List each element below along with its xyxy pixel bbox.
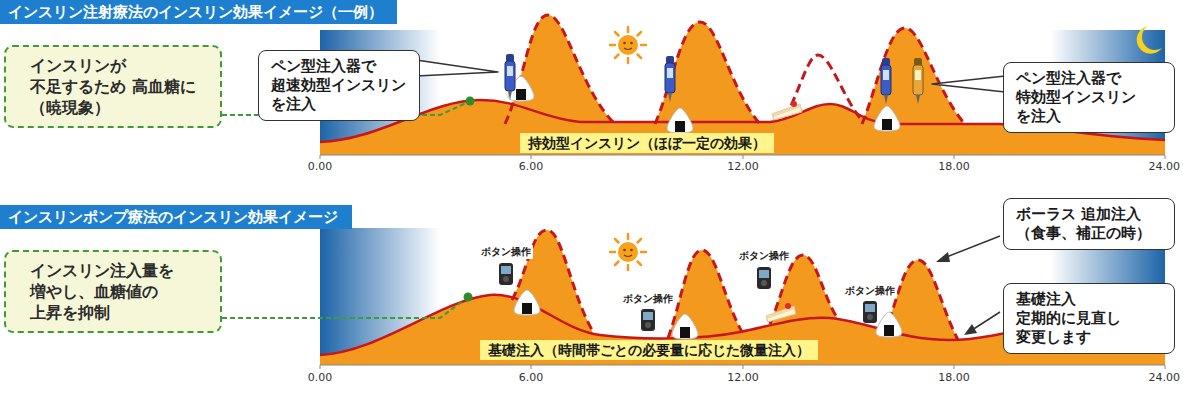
- button-label: ボタン操作: [843, 284, 897, 298]
- button-label: ボタン操作: [737, 249, 791, 263]
- axis-tick-label: 6.00: [519, 160, 544, 173]
- section-header: インスリンポンプ療法のインスリン効果イメージ: [0, 205, 352, 229]
- node-text: 持効型インスリン（ほぼ一定の効果）: [528, 134, 766, 152]
- callout-box: ペン型注入器で 特効型インスリン を注入: [1003, 62, 1175, 133]
- node-text: インスリンポンプ療法のインスリン効果イメージ: [8, 208, 338, 226]
- axis-tick-label: 18.00: [938, 371, 970, 384]
- button-label: ボタン操作: [479, 245, 533, 259]
- node-text: ペン型注入器で 特効型インスリン を注入: [1016, 69, 1166, 126]
- axis-tick-label: 0.00: [308, 160, 333, 173]
- band-label: 持効型インスリン（ほぼ一定の効果）: [520, 133, 774, 153]
- note-box: インスリン注入量を 増やし、血糖値の 上昇を抑制: [4, 250, 222, 333]
- node-text: インスリン注入量を 増やし、血糖値の 上昇を抑制: [30, 260, 210, 323]
- axis-tick-label: 12.00: [727, 371, 759, 384]
- node-text: インスリンが 不足するため 高血糖に（暁現象）: [30, 55, 210, 118]
- axis-tick-label: 12.00: [727, 160, 759, 173]
- band-label: 基礎注入（時間帯ごとの必要量に応じた微量注入）: [480, 340, 818, 360]
- axis-tick-label: 18.00: [938, 160, 970, 173]
- node-text: ボーラス 追加注入 （食事、補正の時）: [1016, 205, 1166, 243]
- axis-tick-label: 24.00: [1149, 160, 1181, 173]
- node-text: 基礎注入 定期的に見直し 変更します: [1016, 290, 1166, 347]
- callout-box: ペン型注入器で 超速効型インスリン を注入: [258, 50, 420, 121]
- node-text: ペン型注入器で 超速効型インスリン を注入: [271, 57, 411, 114]
- axis-tick-label: 24.00: [1149, 371, 1181, 384]
- section-header: インスリン注射療法のインスリン効果イメージ（一例）: [0, 0, 397, 24]
- axis-tick-label: 6.00: [519, 371, 544, 384]
- axis-tick-label: 0.00: [308, 371, 333, 384]
- note-box: インスリンが 不足するため 高血糖に（暁現象）: [4, 45, 222, 128]
- callout-box: ボーラス 追加注入 （食事、補正の時）: [1003, 198, 1175, 250]
- node-text: インスリン注射療法のインスリン効果イメージ（一例）: [8, 3, 383, 21]
- node-text: 基礎注入（時間帯ごとの必要量に応じた微量注入）: [488, 341, 810, 359]
- button-label: ボタン操作: [621, 292, 675, 306]
- callout-box: 基礎注入 定期的に見直し 変更します: [1003, 283, 1175, 354]
